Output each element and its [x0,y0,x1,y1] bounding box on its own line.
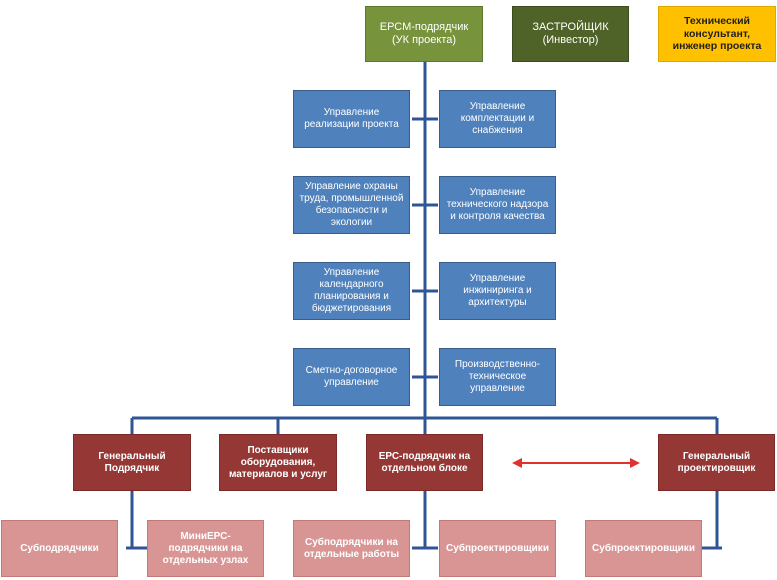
work-subcontractors-box: Субподрядчики на отдельные работы [293,520,410,577]
general-designer-box: Генеральный проектировщик [658,434,775,491]
consultant-box: Технический консультант, инженер проекта [658,6,776,62]
dept-technical-supervision: Управление технического надзора и контро… [439,176,556,234]
dept-scheduling-budgeting: Управление календарного планирования и б… [293,262,410,320]
epcm-contractor-box: ЕРСМ-подрядчик (УК проекта) [365,6,483,62]
arrow-head-right [630,458,640,468]
dept-procurement: Управление комплектации и снабжения [439,90,556,148]
arrow-head-left [512,458,522,468]
developer-box: ЗАСТРОЙЩИК (Инвестор) [512,6,629,62]
general-contractor-box: Генеральный Подрядчик [73,434,191,491]
subcontractors-box: Субподрядчики [1,520,118,577]
dept-production-technical: Производственно-техническое управление [439,348,556,406]
dept-safety-ecology: Управление охраны труда, промышленной бе… [293,176,410,234]
subdesigners-box-2: Субпроектировщики [585,520,702,577]
subdesigners-box-1: Субпроектировщики [439,520,556,577]
mini-epc-box: МиниЕРС-подрядчики на отдельных узлах [147,520,264,577]
dept-project-implementation: Управление реализации проекта [293,90,410,148]
epc-block-contractor-box: ЕРС-подрядчик на отдельном блоке [366,434,483,491]
dept-engineering-architecture: Управление инжиниринга и архитектуры [439,262,556,320]
suppliers-box: Поставщики оборудования, материалов и ус… [219,434,337,491]
dept-estimates-contracts: Сметно-договорное управление [293,348,410,406]
